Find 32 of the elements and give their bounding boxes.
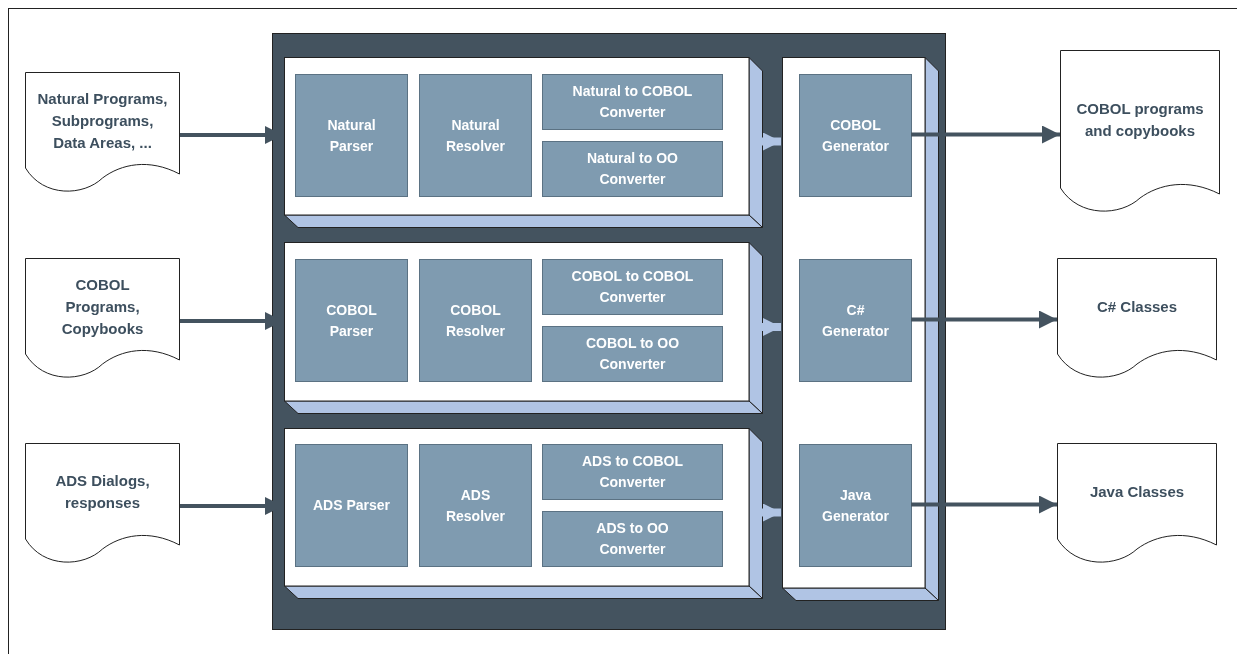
process-block: ADS Parser xyxy=(295,444,408,567)
process-block: COBOL Resolver xyxy=(419,259,532,382)
arrow xyxy=(762,132,781,151)
container-panel xyxy=(272,33,946,630)
process-block: COBOL Parser xyxy=(295,259,408,382)
process-block: C# Generator xyxy=(799,259,912,382)
arrow xyxy=(911,125,1060,144)
process-block: ADS to OO Converter xyxy=(542,511,723,567)
module-panel xyxy=(284,57,763,228)
process-block: Natural to COBOL Converter xyxy=(542,74,723,130)
process-block: COBOL to COBOL Converter xyxy=(542,259,723,315)
process-block: Natural to OO Converter xyxy=(542,141,723,197)
document-label: C# Classes xyxy=(1096,297,1178,318)
document-label: COBOL programs and copybooks xyxy=(1075,99,1205,141)
process-block: Natural Resolver xyxy=(419,74,532,197)
arrow xyxy=(762,318,781,336)
process-block: COBOL to OO Converter xyxy=(542,326,723,382)
document-label: Natural Programs, Subprograms, Data Areas, ... xyxy=(37,89,168,153)
process-block: ADS Resolver xyxy=(419,444,532,567)
process-block: ADS to COBOL Converter xyxy=(542,444,723,500)
document-label: Java Classes xyxy=(1089,482,1185,503)
process-block: Natural Parser xyxy=(295,74,408,197)
process-block: COBOL Generator xyxy=(799,74,912,197)
arrow xyxy=(911,495,1057,514)
arrow xyxy=(762,503,781,522)
process-block: Java Generator xyxy=(799,444,912,567)
document-label: ADS Dialogs, responses xyxy=(54,471,151,513)
module-panel xyxy=(284,428,763,599)
module-panel xyxy=(782,57,939,601)
module-panel xyxy=(284,242,763,414)
document-label: COBOL Programs, Copybooks xyxy=(60,275,145,339)
arrow xyxy=(911,310,1057,329)
